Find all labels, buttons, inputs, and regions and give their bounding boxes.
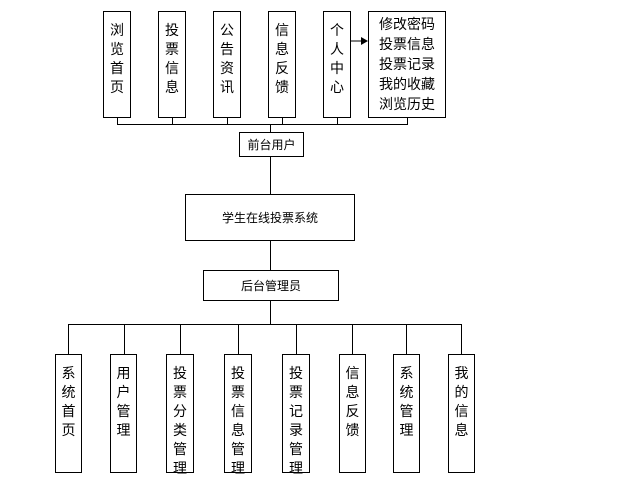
connector xyxy=(238,324,239,354)
connector xyxy=(352,324,353,354)
frontend-item-profile: 个人中心 xyxy=(323,11,351,118)
connector xyxy=(337,118,338,124)
arrow-head xyxy=(361,37,368,45)
frontend-item-label: 浏览首页 xyxy=(110,23,124,96)
frontend-item-label: 公告资讯 xyxy=(220,23,234,96)
backend-item-users: 用户管理 xyxy=(110,354,137,473)
connector xyxy=(406,324,407,354)
connector xyxy=(407,118,408,124)
connector xyxy=(461,324,462,354)
backend-item-label: 投票记录管理 xyxy=(289,366,303,477)
frontend-item-feedback: 信息反馈 xyxy=(268,11,296,118)
profile-subfunction: 浏览历史 xyxy=(379,96,435,113)
backend-admin-node: 后台管理员 xyxy=(203,270,339,301)
connector xyxy=(124,324,125,354)
profile-subfunction: 投票信息 xyxy=(379,36,435,53)
connector xyxy=(296,324,297,354)
backend-item-label: 系统首页 xyxy=(61,366,76,439)
backend-item-home: 系统首页 xyxy=(55,354,82,473)
connector-bus xyxy=(117,124,408,125)
frontend-item-label: 信息反馈 xyxy=(275,23,289,96)
frontend-user-label: 前台用户 xyxy=(247,138,296,152)
backend-item-vote-info: 投票信息管理 xyxy=(224,354,252,477)
profile-subfunction: 我的收藏 xyxy=(379,76,435,93)
connector xyxy=(270,124,271,132)
connector xyxy=(180,324,181,354)
backend-item-vote-records: 投票记录管理 xyxy=(282,354,310,477)
backend-item-label: 信息反馈 xyxy=(345,366,360,439)
backend-item-label: 用户管理 xyxy=(116,366,131,439)
backend-item-system: 系统管理 xyxy=(393,354,420,473)
frontend-item-announcements: 公告资讯 xyxy=(213,11,241,118)
system-root-label: 学生在线投票系统 xyxy=(221,211,318,225)
frontend-item-home: 浏览首页 xyxy=(103,11,131,118)
connector-bus xyxy=(68,324,462,325)
backend-item-label: 系统管理 xyxy=(399,366,414,439)
connector xyxy=(68,324,69,354)
backend-admin-label: 后台管理员 xyxy=(240,279,301,293)
backend-item-vote-categories: 投票分类管理 xyxy=(166,354,194,477)
backend-item-label: 投票分类管理 xyxy=(173,366,187,477)
connector xyxy=(270,241,271,270)
system-root-node: 学生在线投票系统 xyxy=(185,194,355,241)
connector xyxy=(270,301,271,324)
backend-item-label: 我的信息 xyxy=(454,366,469,439)
connector xyxy=(117,118,118,124)
connector xyxy=(282,118,283,124)
profile-subfunctions-box: 修改密码 投票信息 投票记录 我的收藏 浏览历史 xyxy=(368,11,446,118)
frontend-user-node: 前台用户 xyxy=(239,132,304,157)
frontend-item-label: 个人中心 xyxy=(330,23,344,96)
profile-subfunction: 投票记录 xyxy=(379,56,435,73)
profile-subfunction: 修改密码 xyxy=(379,16,435,33)
backend-item-label: 投票信息管理 xyxy=(231,366,245,477)
frontend-item-vote-info: 投票信息 xyxy=(158,11,186,118)
connector xyxy=(227,118,228,124)
connector xyxy=(172,118,173,124)
frontend-item-label: 投票信息 xyxy=(165,23,179,96)
backend-item-feedback: 信息反馈 xyxy=(339,354,366,473)
connector xyxy=(270,157,271,194)
backend-item-my-info: 我的信息 xyxy=(448,354,475,473)
